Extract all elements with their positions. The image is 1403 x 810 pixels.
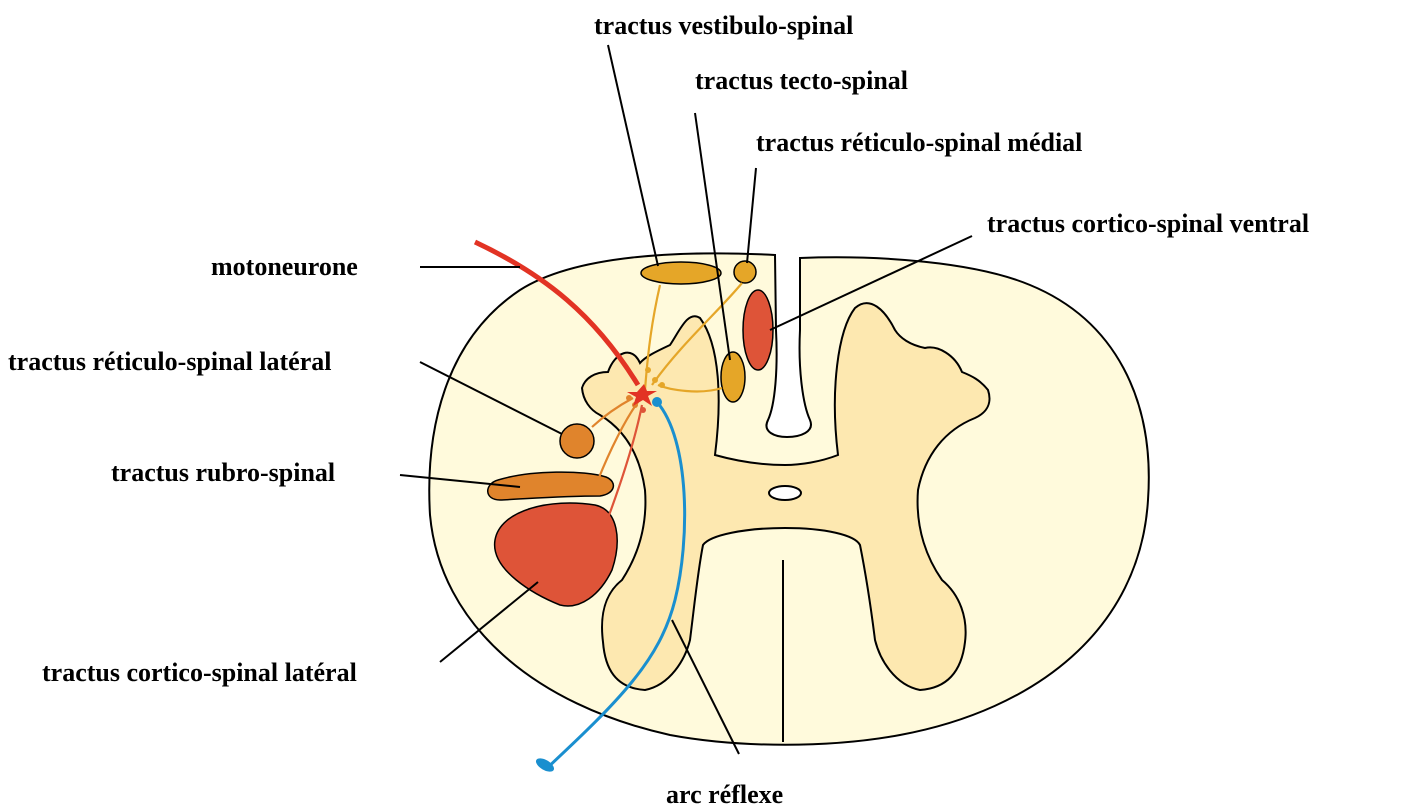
vestibulo-spinal-tract (641, 262, 721, 284)
label-rubro-spinal: tractus rubro-spinal (111, 458, 335, 487)
reflex-arc-terminal (652, 397, 662, 407)
central-canal (769, 486, 801, 500)
label-arc-reflexe: arc réflexe (666, 780, 783, 809)
reflex-arc-receptor (534, 756, 556, 775)
reticulo-spinal-medial-tract (734, 261, 756, 283)
label-reticulo-spinal-medial: tractus réticulo-spinal médial (756, 128, 1082, 157)
cortico-spinal-ventral-tract (743, 290, 773, 370)
label-vestibulo-spinal: tractus vestibulo-spinal (594, 11, 853, 40)
label-motoneurone: motoneurone (211, 252, 358, 281)
label-tecto-spinal: tractus tecto-spinal (695, 66, 908, 95)
tecto-spinal-tract (721, 352, 745, 402)
label-reticulo-spinal-lateral: tractus réticulo-spinal latéral (8, 347, 332, 376)
reticulo-spinal-lateral-tract (560, 424, 594, 458)
label-cortico-spinal-lateral: tractus cortico-spinal latéral (42, 658, 357, 687)
label-cortico-spinal-ventral: tractus cortico-spinal ventral (987, 209, 1309, 238)
